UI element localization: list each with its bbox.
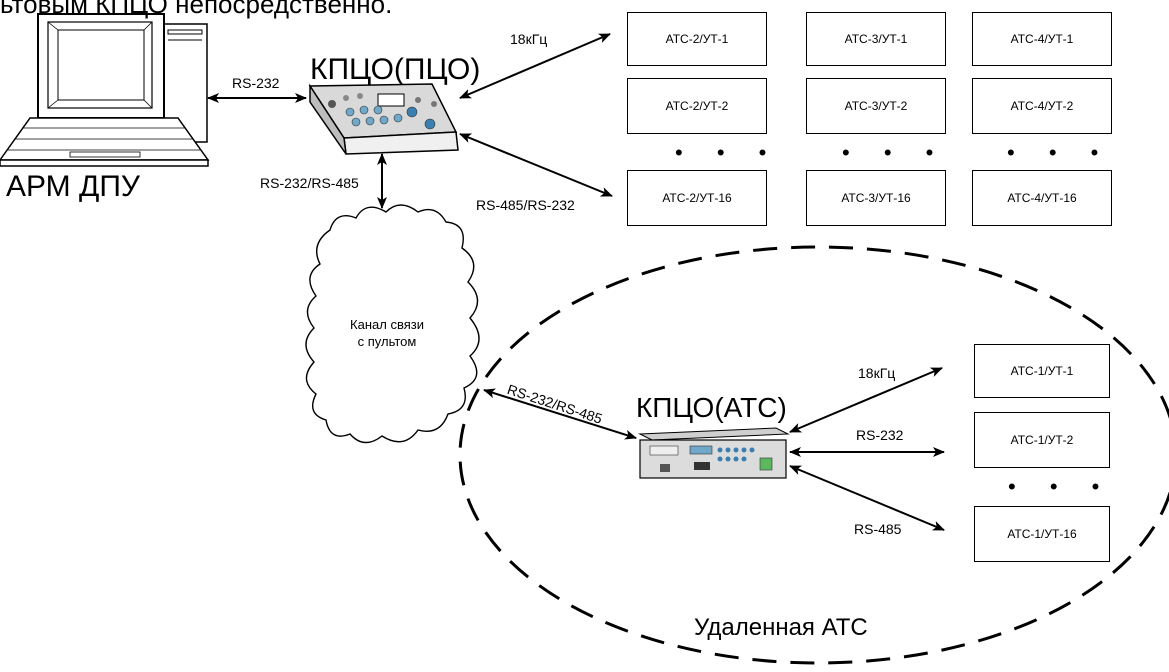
link-pco-top xyxy=(459,33,611,99)
link-label-pco-cloud: RS-232/RS-485 xyxy=(260,175,359,191)
link-label-ats-top: 18кГц xyxy=(858,365,896,381)
ats-box: АТС-2/УТ-1 xyxy=(627,12,767,66)
ats-box: АТС-2/УТ-16 xyxy=(627,170,767,226)
ellipsis-dots: • • • xyxy=(1008,474,1114,499)
ats-box: АТС-4/УТ-2 xyxy=(972,78,1112,134)
kpco-ats-label: КПЦО(АТС) xyxy=(636,392,787,423)
remote-ats-box: АТС-1/УТ-1 xyxy=(974,344,1110,398)
kpco-console-icon xyxy=(308,83,459,155)
ats-box: АТС-4/УТ-1 xyxy=(972,12,1112,66)
link-ats-top xyxy=(789,367,943,433)
cloud-label-line2: с пультом xyxy=(357,334,417,349)
link-label-pco-bottom: RS-485/RS-232 xyxy=(476,197,575,213)
ats-box: АТС-3/УТ-1 xyxy=(806,12,946,66)
ats-box: АТС-3/УТ-16 xyxy=(806,170,946,226)
link-label-pco-top: 18кГц xyxy=(510,31,548,47)
remote-ats-box: АТС-1/УТ-2 xyxy=(974,412,1110,468)
ellipsis-dots: • • • xyxy=(675,140,781,165)
ellipsis-dots: • • • xyxy=(1007,140,1113,165)
remote-area-label: Удаленная АТС xyxy=(694,614,868,641)
heading-fragment: ьтовым КПЦО непосредственно. xyxy=(0,0,393,19)
ats-box: АТС-2/УТ-2 xyxy=(627,78,767,134)
remote-ats-box: АТС-1/УТ-16 xyxy=(974,506,1110,562)
cloud-shape xyxy=(305,204,480,444)
ats-box: АТС-3/УТ-2 xyxy=(806,78,946,134)
kpco-pco-label: КПЦО(ПЦО) xyxy=(310,53,481,86)
link-pco-bottom xyxy=(459,133,613,197)
cloud-label-line1: Канал связи xyxy=(350,317,424,332)
ellipsis-dots: • • • xyxy=(842,140,948,165)
workstation-label: АРМ ДПУ xyxy=(6,170,140,203)
link-cloud-ats xyxy=(483,388,637,440)
link-label-ats-bottom: RS-485 xyxy=(854,521,902,537)
link-label-ats-mid: RS-232 xyxy=(856,427,904,443)
link-label-arm-pco: RS-232 xyxy=(232,75,280,91)
ats-box: АТС-4/УТ-16 xyxy=(972,170,1112,226)
cloud-label: Канал связи с пультом xyxy=(344,316,430,350)
kpco-rack-unit-icon xyxy=(638,427,790,479)
link-ats-bottom xyxy=(789,465,945,531)
computer-icon xyxy=(0,13,210,167)
